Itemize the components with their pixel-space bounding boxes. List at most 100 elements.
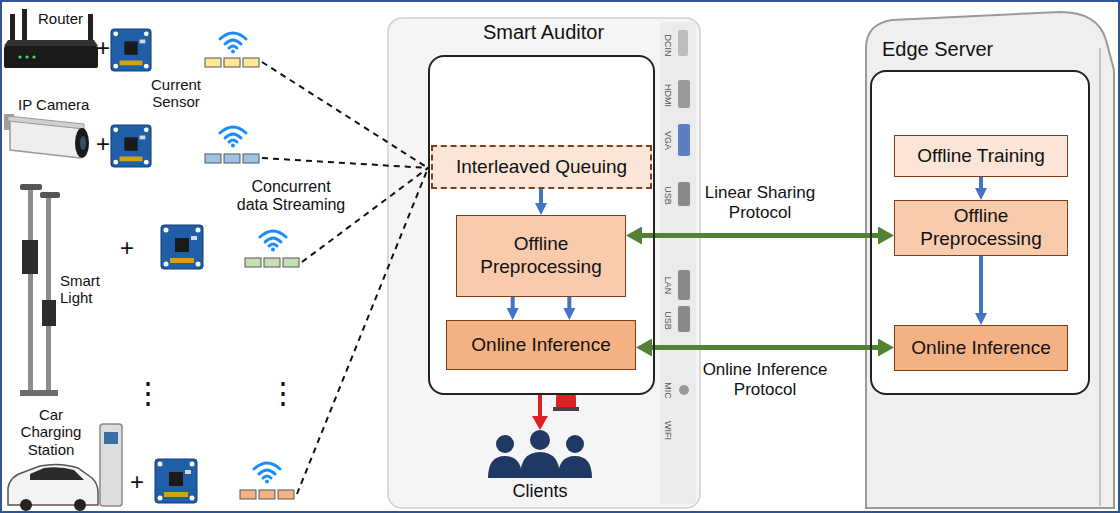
port-label: VGA	[662, 126, 673, 156]
data-packets-part	[264, 258, 280, 267]
flow-arrow	[539, 189, 543, 205]
ip-camera-illustration-part	[75, 128, 89, 158]
clients-icon	[488, 430, 592, 478]
router-illustration-part	[18, 55, 21, 58]
plus-sign: +	[94, 130, 112, 158]
client-alert-arrow-part	[553, 407, 579, 411]
data-packets-part	[205, 154, 221, 163]
ellipsis-dots: ⋮	[133, 376, 153, 411]
smart-light-illustration-part	[40, 192, 60, 198]
wifi-icon-part	[220, 127, 246, 148]
current-sensor-part	[161, 225, 203, 269]
protocol-arrow	[640, 233, 880, 238]
plus-sign: +	[118, 234, 136, 262]
protocol-label: Linear Sharing Protocol	[675, 183, 845, 224]
ip-camera-illustration-part	[8, 116, 84, 129]
current-sensor-part	[111, 29, 151, 71]
stream-lines-part	[262, 158, 428, 168]
device-name: Router	[38, 10, 98, 27]
smart-light-illustration-part	[20, 390, 58, 396]
data-packets-part	[224, 154, 240, 163]
router-illustration-part	[4, 40, 98, 46]
smart-auditor-device-part	[388, 18, 700, 508]
protocol-label: Online Inference Protocol	[680, 360, 850, 401]
device-name: Car Charging Station	[8, 406, 94, 458]
smart-light-illustration	[20, 184, 60, 396]
data-packets-part	[278, 490, 294, 499]
router-illustration-part	[10, 14, 15, 44]
router-illustration-part	[22, 9, 27, 44]
client-alert-arrow-part	[532, 416, 548, 430]
smart-auditor-device	[388, 18, 700, 508]
wifi-icon	[220, 33, 286, 484]
clients-icon-part	[566, 435, 584, 453]
ellipsis-dots: ⋮	[268, 376, 288, 411]
process-box: Offline Preprocessing	[456, 215, 626, 297]
flow-arrow	[511, 297, 515, 310]
data-packets-part	[259, 490, 275, 499]
box-text: Online Inference	[471, 334, 610, 357]
data-packets-part	[240, 490, 256, 499]
device-name: Smart Light	[60, 272, 112, 307]
process-box: Offline Preprocessing	[894, 200, 1068, 256]
smart-auditor-device-part	[678, 80, 690, 108]
smart-light-illustration-part	[20, 184, 42, 190]
ip-camera-illustration	[4, 114, 89, 158]
part-name: Current Sensor	[140, 76, 212, 111]
plus-sign: +	[128, 468, 146, 496]
box-text: Offline Preprocessing	[903, 205, 1059, 251]
clients-icon-part	[558, 456, 592, 478]
server-panel: Edge ServerOffline TrainingOffline Prepr…	[870, 70, 1090, 395]
port-label: DCIN	[662, 31, 673, 61]
current-sensor-part	[155, 459, 197, 503]
smart-auditor-device-part	[678, 270, 690, 300]
device-panel: Smart AuditorInterleaved QueuingOffline …	[428, 55, 655, 395]
router-illustration-part	[32, 55, 35, 58]
router-illustration-part	[4, 46, 98, 68]
charging-station-illustration-part	[100, 424, 122, 506]
queue-box: Interleaved Queuing	[431, 145, 652, 189]
flow-arrow	[979, 256, 983, 315]
edge-server-tower-part	[866, 12, 1114, 508]
ip-camera-illustration-part	[80, 136, 86, 150]
charging-station-illustration-part	[20, 499, 32, 511]
stream-note: Concurrent data Streaming	[236, 178, 346, 215]
data-packets-part	[243, 58, 259, 67]
port-label: USB	[662, 306, 673, 336]
data-packets	[205, 58, 299, 499]
smart-light-illustration-part	[28, 190, 33, 395]
box-text: Offline Preprocessing	[465, 233, 617, 279]
charging-station-illustration-part	[74, 499, 86, 511]
stream-lines	[262, 62, 428, 494]
process-box: Offline Training	[894, 135, 1068, 177]
stream-lines-part	[262, 62, 428, 168]
data-packets-part	[205, 58, 221, 67]
clients-icon-part	[488, 456, 522, 478]
flow-arrow	[567, 297, 571, 310]
data-packets-part	[283, 258, 299, 267]
smart-auditor-device-part	[678, 182, 690, 206]
stream-lines-part	[297, 168, 428, 494]
wifi-icon-part	[260, 231, 286, 252]
edge-server-tower-part	[1099, 48, 1101, 506]
box-text: Interleaved Queuing	[456, 156, 627, 179]
port-label: WIFI	[662, 416, 673, 446]
protocol-arrow	[650, 345, 880, 350]
box-text: Online Inference	[911, 337, 1050, 360]
plus-sign: +	[94, 34, 112, 62]
client-label: Clients	[490, 481, 590, 502]
port-label: LAN	[662, 271, 673, 301]
smart-auditor-device-part	[678, 124, 690, 156]
data-packets-part	[245, 258, 261, 267]
wifi-icon-part	[220, 33, 246, 54]
smart-auditor-device-part	[660, 22, 696, 504]
process-box: Online Inference	[894, 325, 1068, 371]
router-illustration	[4, 9, 98, 68]
wifi-icon-part	[254, 463, 280, 484]
data-packets-part	[224, 58, 240, 67]
port-label: USB	[662, 181, 673, 211]
smart-auditor-device-part	[679, 385, 689, 395]
